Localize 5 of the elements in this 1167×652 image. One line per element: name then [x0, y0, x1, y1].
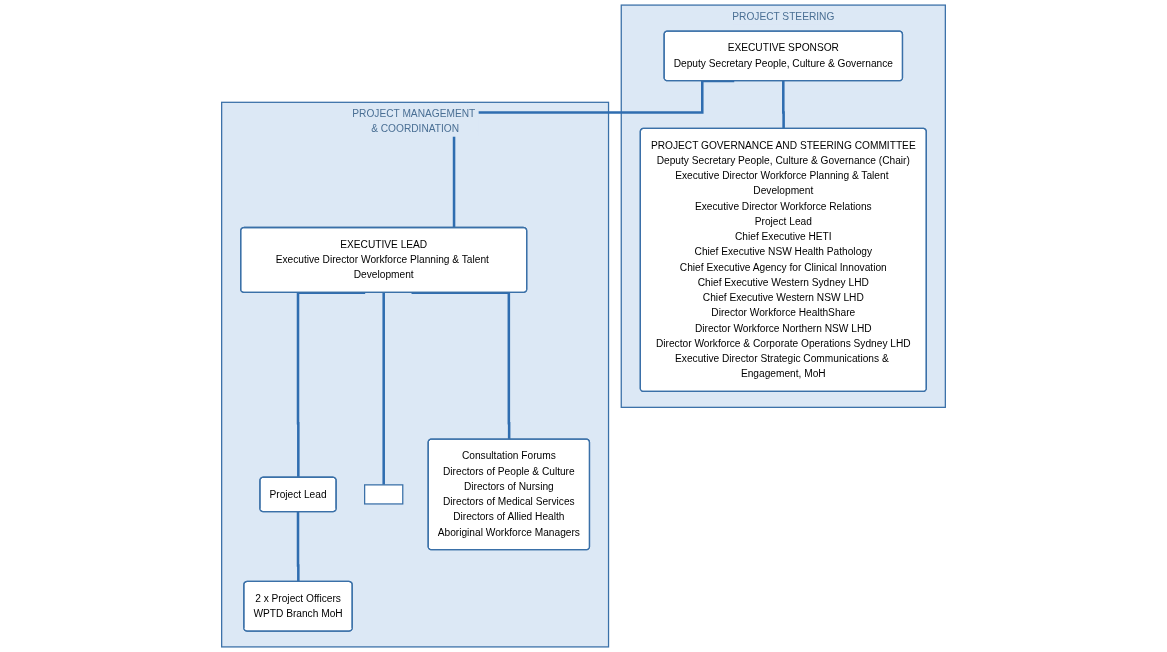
connector — [452, 79, 735, 228]
connector — [782, 79, 785, 129]
connector — [296, 510, 300, 582]
connector — [382, 291, 386, 485]
node-box — [364, 484, 404, 505]
